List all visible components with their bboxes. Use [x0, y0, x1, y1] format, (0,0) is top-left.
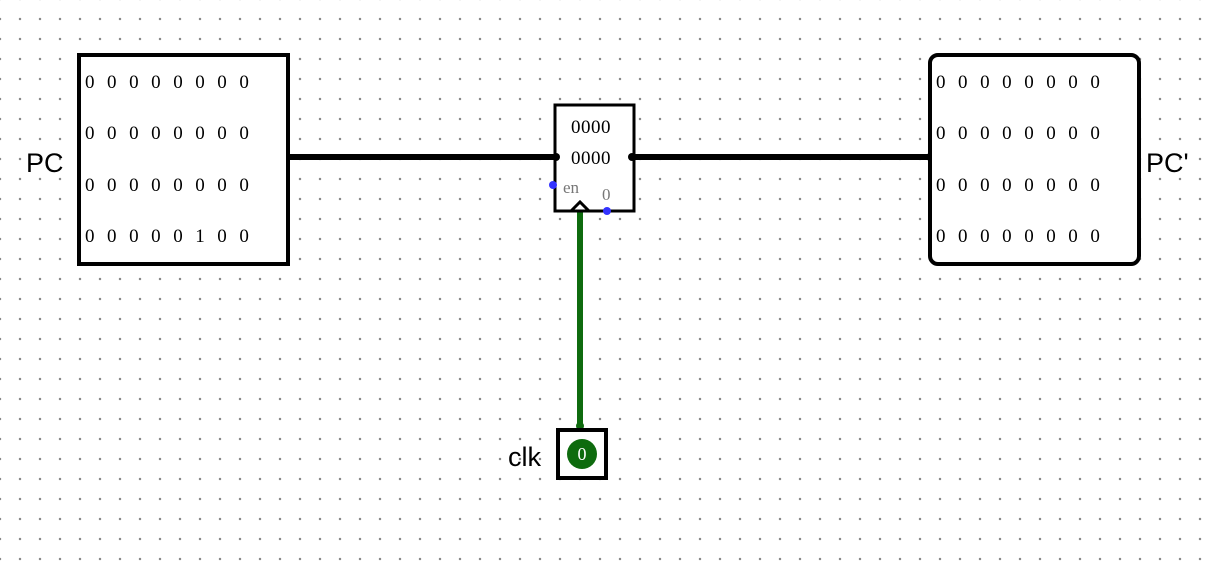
reset-port-dot[interactable] [603, 207, 611, 215]
register-out-connection-dot [628, 153, 636, 161]
output-pin-label: PC' [1146, 148, 1189, 178]
clock-triangle [569, 199, 591, 213]
input-bit-row: 0 0 0 0 0 0 0 0 [85, 174, 253, 196]
output-bit-row: 0 0 0 0 0 0 0 0 [936, 123, 1104, 145]
enable-port-dot[interactable] [549, 181, 557, 189]
register-enable-label: en [563, 178, 580, 197]
input-bit-row: 0 0 0 0 0 0 0 0 [85, 72, 253, 94]
input-bit-row: 0 0 0 0 0 0 0 0 [85, 123, 253, 145]
register-body[interactable] [553, 103, 636, 213]
clock-button[interactable]: 0 [556, 428, 608, 480]
output-bit-row: 0 0 0 0 0 0 0 0 [936, 72, 1104, 94]
input-pin-pc[interactable]: 0 0 0 0 0 0 0 0 0 0 0 0 0 0 0 0 0 0 0 0 … [77, 53, 290, 266]
register-value-low: 0000 [571, 148, 611, 169]
register-reset-label: 0 [602, 185, 611, 204]
register-in-connection-dot [552, 153, 560, 161]
output-pin-pc-prime[interactable]: 0 0 0 0 0 0 0 0 0 0 0 0 0 0 0 0 0 0 0 0 … [928, 53, 1141, 266]
input-pin-label: PC [26, 148, 64, 178]
clock-label: clk [508, 442, 541, 472]
register-value-high: 0000 [571, 117, 611, 138]
input-bit-row: 0 0 0 0 0 1 0 0 [85, 225, 253, 247]
output-bit-row: 0 0 0 0 0 0 0 0 [936, 174, 1104, 196]
output-bit-row: 0 0 0 0 0 0 0 0 [936, 225, 1104, 247]
clock-state-indicator: 0 [567, 439, 597, 469]
